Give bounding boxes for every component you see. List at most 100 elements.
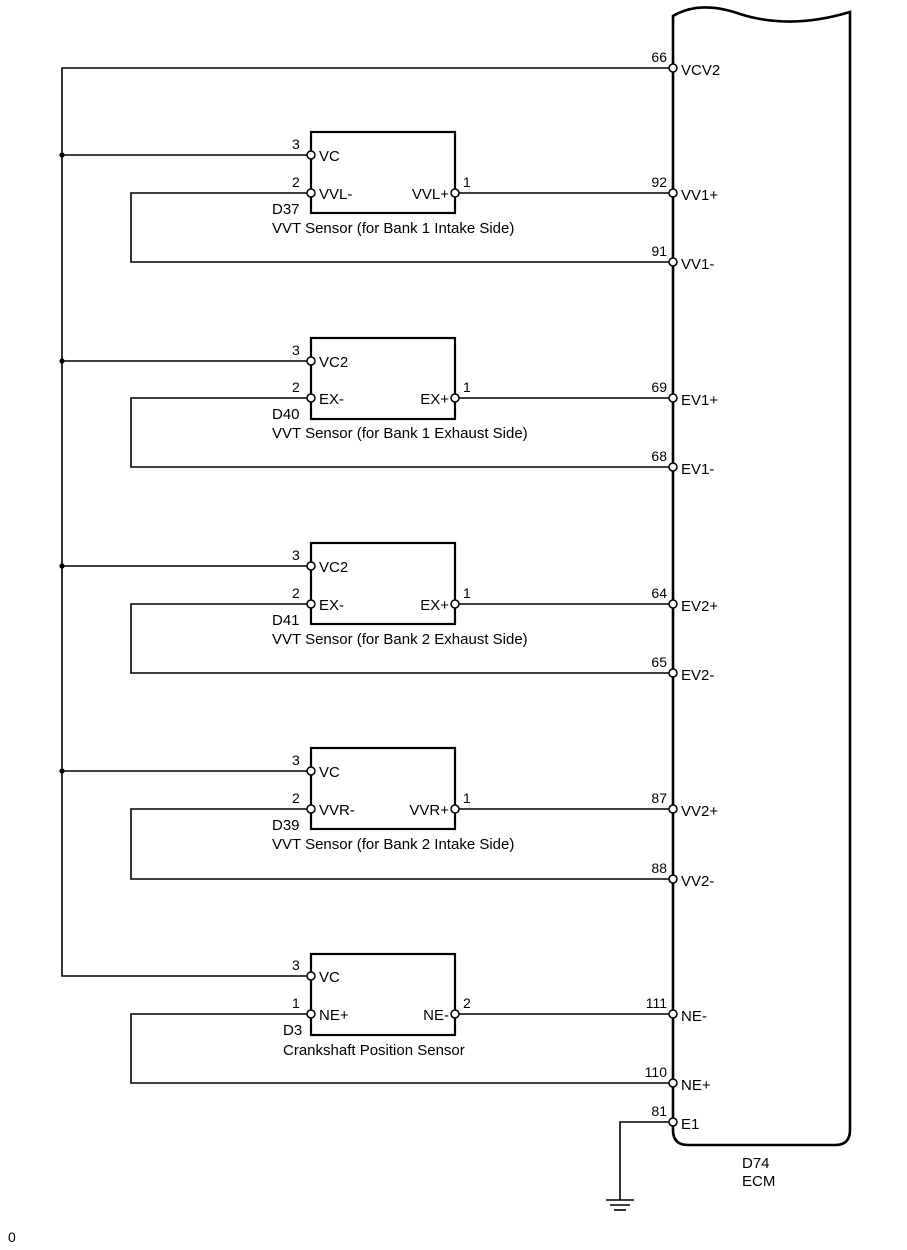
pin-number: 2 — [292, 174, 300, 190]
pin-name: VVR+ — [409, 802, 449, 819]
pin-name: VC — [319, 148, 340, 165]
svg-text:81: 81 — [651, 1103, 667, 1119]
terminal — [450, 804, 460, 814]
sensor-code: D39 — [272, 817, 300, 834]
svg-text:VCV2: VCV2 — [681, 62, 720, 79]
svg-text:EV1-: EV1- — [681, 461, 714, 478]
junction-dot — [59, 152, 65, 158]
terminal — [306, 971, 316, 981]
svg-text:66: 66 — [651, 49, 667, 65]
ecm-pin-66: 66 VCV2 — [651, 49, 720, 79]
svg-text:VV1+: VV1+ — [681, 187, 718, 204]
pin-name: NE+ — [319, 1007, 349, 1024]
pin-number: 2 — [463, 995, 471, 1011]
junction-dot — [59, 768, 65, 774]
pin-name: VC2 — [319, 354, 348, 371]
terminal — [306, 599, 316, 609]
pin-name: EX- — [319, 597, 344, 614]
terminal — [306, 766, 316, 776]
sensor-d39: 3 VC 2 VVR- 1 VVR+ D39 VVT Sensor (for B… — [59, 746, 673, 880]
pin-name: VC — [319, 764, 340, 781]
svg-text:EV1+: EV1+ — [681, 392, 718, 409]
svg-text:87: 87 — [651, 790, 667, 806]
vc-bus-wire — [61, 67, 673, 977]
terminal — [306, 804, 316, 814]
svg-text:68: 68 — [651, 448, 667, 464]
footer-mark: 0 — [8, 1229, 16, 1245]
sensor-box — [309, 130, 457, 215]
svg-text:69: 69 — [651, 379, 667, 395]
sensor-d3: 3 VC 1 NE+ 2 NE- D3 Crankshaft Position … — [130, 952, 673, 1084]
sensor-code: D37 — [272, 201, 300, 218]
sensor-box — [309, 541, 457, 626]
terminal — [306, 150, 316, 160]
pin-number: 1 — [463, 379, 471, 395]
ecm-pin-88: 88 VV2- — [651, 860, 714, 890]
terminal — [450, 188, 460, 198]
pin-number: 2 — [292, 379, 300, 395]
sensor-label: VVT Sensor (for Bank 2 Intake Side) — [272, 836, 514, 853]
ecm-pin-69: 69 EV1+ — [651, 379, 718, 409]
pin-number: 1 — [463, 585, 471, 601]
pin-number: 3 — [292, 957, 300, 973]
sensor-label: VVT Sensor (for Bank 1 Intake Side) — [272, 220, 514, 237]
ecm-pin-64: 64 EV2+ — [651, 585, 718, 615]
sensor-box — [309, 336, 457, 421]
pin-number: 2 — [292, 585, 300, 601]
pin-name: VC — [319, 969, 340, 986]
svg-text:VV2-: VV2- — [681, 873, 714, 890]
ecm-name: ECM — [742, 1173, 775, 1190]
terminal — [306, 188, 316, 198]
pin-number: 1 — [463, 174, 471, 190]
pin-name: VC2 — [319, 559, 348, 576]
terminal — [306, 393, 316, 403]
ecm-pin-110: 110 NE+ — [645, 1064, 711, 1094]
sensor-box — [309, 952, 457, 1037]
pin-name: EX+ — [420, 391, 449, 408]
pin-name: NE- — [423, 1007, 449, 1024]
sensor-label: Crankshaft Position Sensor — [283, 1042, 465, 1059]
ecm-pin-68: 68 EV1- — [651, 448, 714, 478]
sensor-code: D3 — [283, 1022, 302, 1039]
sensor-d41: 3 VC2 2 EX- 1 EX+ D41 VVT Sensor (for Ba… — [59, 541, 673, 674]
pin-name: VVR- — [319, 802, 355, 819]
ground-symbol-icon — [606, 1121, 673, 1211]
svg-text:64: 64 — [651, 585, 667, 601]
pin-number: 1 — [292, 995, 300, 1011]
junction-dot — [59, 563, 65, 569]
pin-number: 3 — [292, 342, 300, 358]
pin-name: EX- — [319, 391, 344, 408]
ecm-pin-92: 92 VV1+ — [651, 174, 718, 204]
svg-text:88: 88 — [651, 860, 667, 876]
ecm-pin-87: 87 VV2+ — [651, 790, 718, 820]
svg-text:VV2+: VV2+ — [681, 803, 718, 820]
pin-name: VVL- — [319, 186, 352, 203]
pin-name: VVL+ — [412, 186, 449, 203]
ecm-pin-65: 65 EV2- — [651, 654, 714, 684]
svg-text:VV1-: VV1- — [681, 256, 714, 273]
ecm-terminals: 66 VCV2 92 VV1+ 91 VV1- 69 EV1+ 68 EV1- … — [645, 49, 721, 1133]
svg-text:NE-: NE- — [681, 1008, 707, 1025]
terminal — [306, 356, 316, 366]
terminal — [450, 1009, 460, 1019]
svg-text:92: 92 — [651, 174, 667, 190]
pin-number: 3 — [292, 547, 300, 563]
svg-text:NE+: NE+ — [681, 1077, 711, 1094]
ecm-pin-111: 111 NE- — [646, 995, 707, 1025]
ecm-pin-81: 81 E1 — [651, 1103, 699, 1133]
svg-text:111: 111 — [646, 995, 667, 1011]
ecm-body — [671, 6, 852, 1147]
svg-text:65: 65 — [651, 654, 667, 670]
terminal — [306, 561, 316, 571]
ecm-code: D74 — [742, 1155, 770, 1172]
svg-text:EV2+: EV2+ — [681, 598, 718, 615]
junction-dot — [59, 358, 65, 364]
pin-number: 3 — [292, 136, 300, 152]
svg-text:EV2-: EV2- — [681, 667, 714, 684]
sensor-box — [309, 746, 457, 831]
terminal — [450, 599, 460, 609]
svg-text:E1: E1 — [681, 1116, 699, 1133]
ecm-pin-91: 91 VV1- — [651, 243, 714, 273]
sensor-label: VVT Sensor (for Bank 2 Exhaust Side) — [272, 631, 528, 648]
